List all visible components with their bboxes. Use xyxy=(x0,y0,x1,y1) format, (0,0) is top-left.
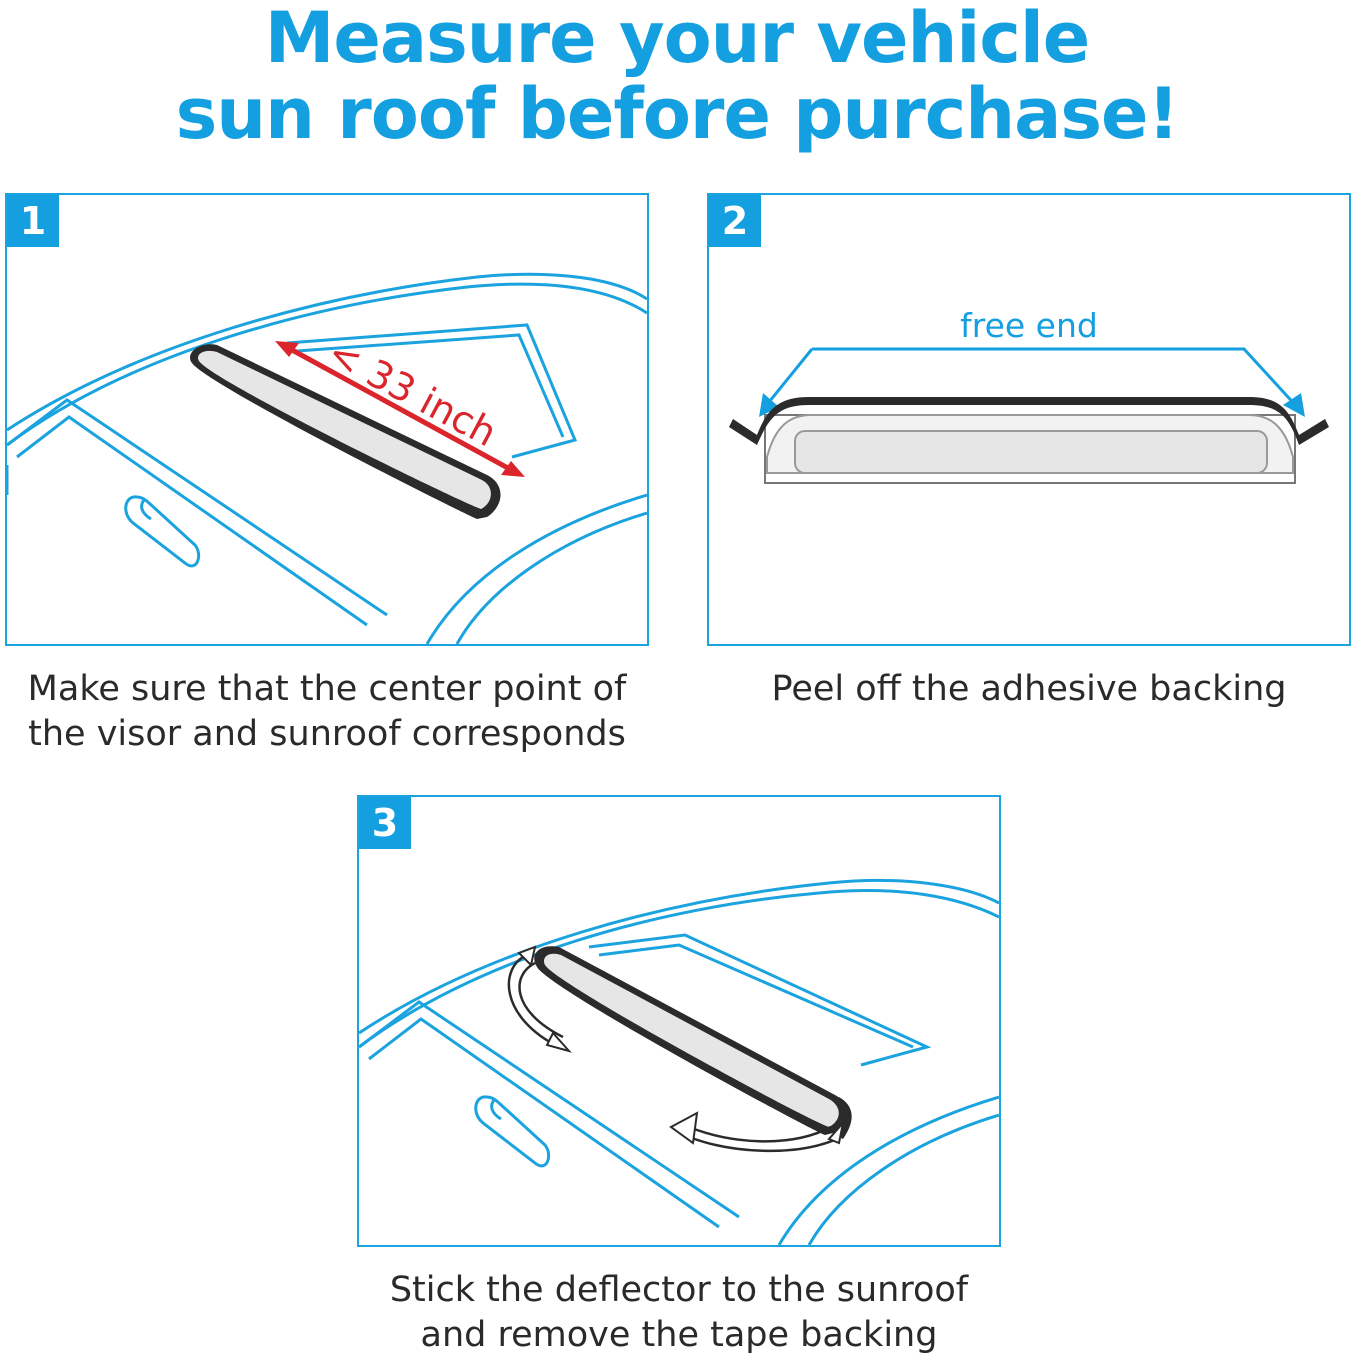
step-3-badge: 3 xyxy=(359,797,411,849)
step-3-caption-line-1: Stick the deflector to the sunroof xyxy=(389,1270,969,1310)
car-roof-outline xyxy=(7,272,647,644)
arrow-head xyxy=(545,1031,572,1053)
step-3-panel: 3 xyxy=(357,795,1001,1247)
step-2-panel: free end 2 xyxy=(707,193,1351,646)
step-3-illustration xyxy=(359,878,999,1245)
rear-view-mirror-icon xyxy=(124,495,201,568)
step-1-caption-line-2: the visor and sunroof corresponds xyxy=(28,714,626,754)
headline-line-2: sun roof before purchase! xyxy=(175,73,1180,155)
step-1-illustration: < 33 inch xyxy=(7,272,647,644)
arrow-head xyxy=(827,1119,845,1145)
align-arrow-bottom xyxy=(688,1125,838,1153)
step-1-badge: 1 xyxy=(7,195,59,247)
arrow-head xyxy=(517,945,537,967)
visor-shape xyxy=(189,344,501,519)
step-2-illustration: free end xyxy=(729,306,1329,484)
headline-line-1: Measure your vehicle xyxy=(264,0,1091,79)
arrow-right-head xyxy=(1283,393,1305,417)
free-end-arrows xyxy=(763,347,1301,411)
step-2-badge: 2 xyxy=(709,195,761,247)
measure-arrow xyxy=(275,341,525,477)
step-3-caption-line-2: and remove the tape backing xyxy=(420,1315,938,1355)
car-roof-outline xyxy=(359,878,999,1245)
step-1-caption-line-1: Make sure that the center point of xyxy=(27,669,627,709)
visor-profile xyxy=(729,397,1329,484)
step-1-panel: < 33 inch 1 xyxy=(5,193,649,646)
arrow-left-head xyxy=(759,393,779,417)
arrow-head xyxy=(669,1111,699,1145)
free-end-label: free end xyxy=(960,306,1098,345)
align-arrow-left xyxy=(507,953,564,1049)
visor-shape xyxy=(534,946,852,1139)
step-2-caption-line-1: Peel off the adhesive backing xyxy=(771,669,1287,709)
rear-view-mirror-icon xyxy=(474,1095,551,1168)
